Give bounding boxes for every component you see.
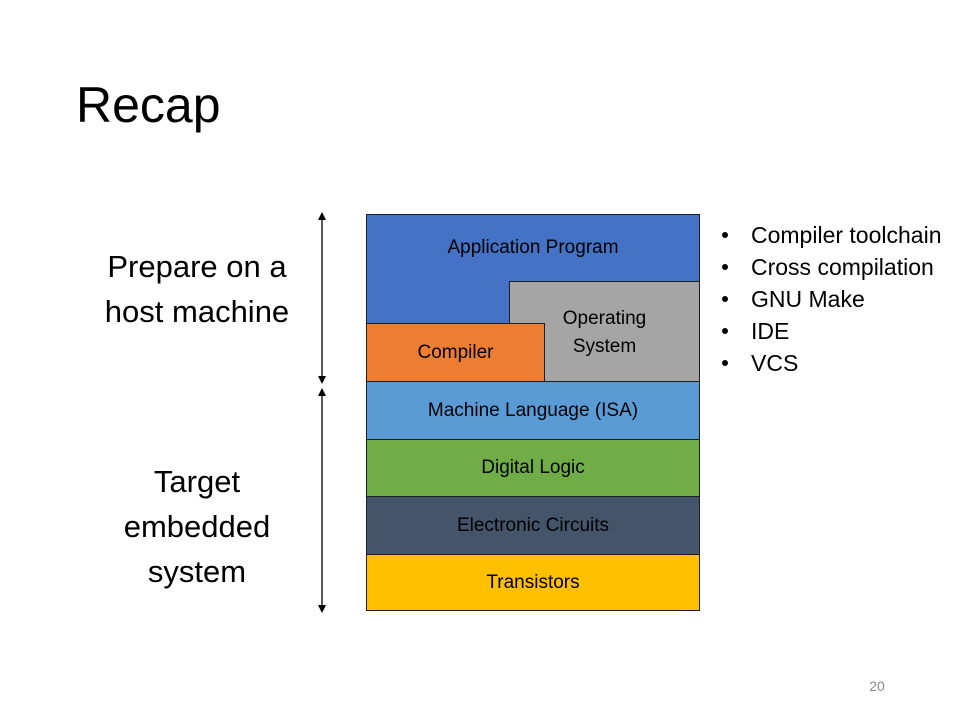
bullet-item: VCS — [720, 347, 941, 379]
slide-title: Recap — [76, 77, 221, 133]
page-number: 20 — [869, 678, 885, 694]
layer-transistors: Transistors — [366, 554, 700, 611]
topic-bullet-list: Compiler toolchain Cross compilation GNU… — [720, 219, 941, 379]
host-range-arrow — [316, 212, 328, 384]
host-machine-label: Prepare on a host machine — [104, 249, 290, 329]
layer-electronic-circuits: Electronic Circuits — [366, 496, 700, 555]
layer-compiler: Compiler — [366, 323, 545, 382]
bullet-item: IDE — [720, 315, 941, 347]
layer-circuits-label: Electronic Circuits — [456, 514, 610, 536]
bullet-item: Compiler toolchain — [720, 219, 941, 251]
target-range-arrow — [316, 388, 328, 613]
layer-digital-logic: Digital Logic — [366, 439, 700, 497]
layer-machine-language: Machine Language (ISA) — [366, 381, 700, 440]
layer-transistors-label: Transistors — [486, 571, 580, 593]
layer-digital-logic-label: Digital Logic — [481, 457, 585, 478]
layer-application-label: Application Program — [447, 237, 619, 258]
layer-compiler-label: Compiler — [417, 342, 494, 363]
layer-isa-label: Machine Language (ISA) — [427, 399, 639, 421]
bullet-item: GNU Make — [720, 283, 941, 315]
layer-os-label: Operating System — [562, 307, 647, 357]
bullet-item: Cross compilation — [720, 251, 941, 283]
target-system-label: Target embedded system — [123, 464, 271, 589]
